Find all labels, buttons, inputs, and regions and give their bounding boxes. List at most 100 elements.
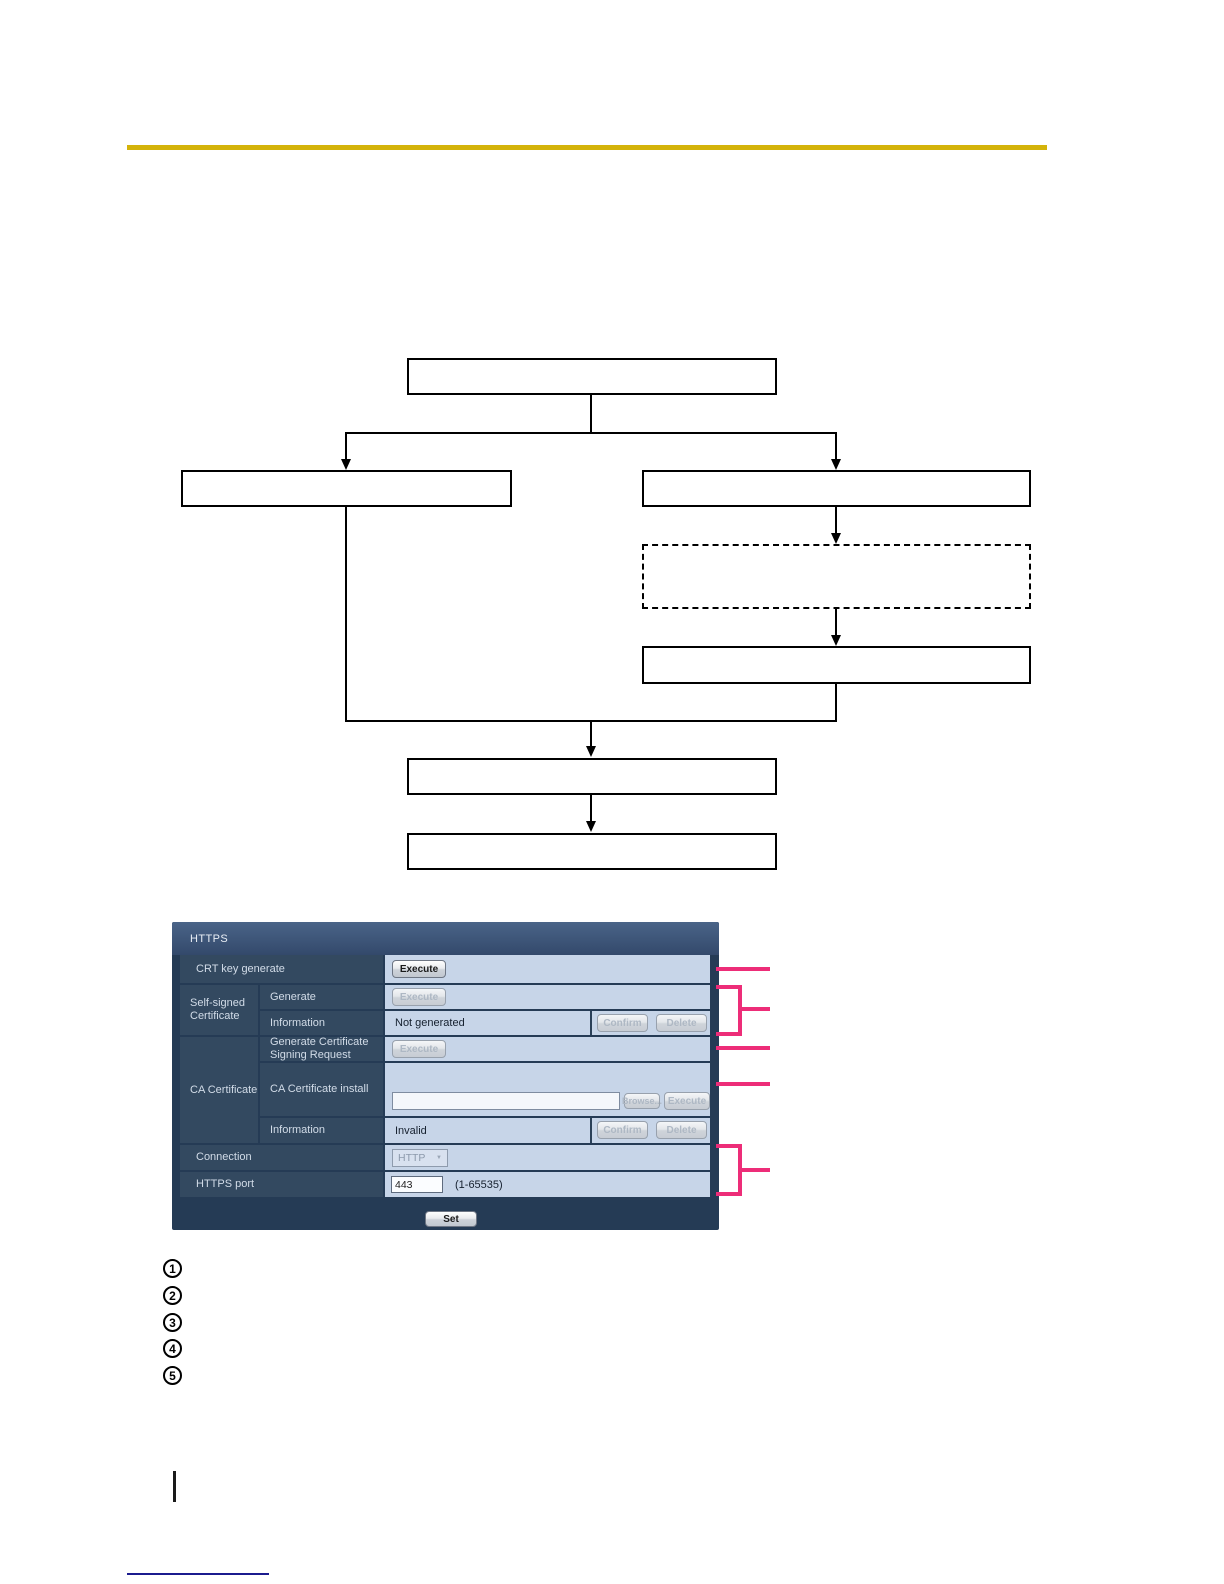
callout-line-4 bbox=[716, 1082, 770, 1086]
https-port-label: HTTPS port bbox=[180, 1172, 383, 1197]
callout-bracket-2-top bbox=[716, 985, 742, 989]
set-button[interactable]: Set bbox=[425, 1211, 477, 1227]
flow-box-left bbox=[181, 470, 512, 507]
flow-box-mid-1 bbox=[407, 758, 777, 795]
set-button-label: Set bbox=[443, 1213, 459, 1225]
arrowhead-into-mid1 bbox=[586, 746, 596, 757]
ca-install-browse-label: Browse... bbox=[622, 1096, 663, 1106]
self-signed-delete-button[interactable]: Delete bbox=[656, 1014, 707, 1032]
flow-box-dashed bbox=[642, 544, 1031, 609]
callout-line-5 bbox=[742, 1168, 770, 1172]
callout-bracket-2-vertical bbox=[738, 985, 742, 1036]
connector-branch-bar bbox=[345, 432, 837, 434]
self-signed-confirm-button[interactable]: Confirm bbox=[597, 1014, 648, 1032]
callout-line-3 bbox=[716, 1046, 770, 1050]
flow-box-right bbox=[642, 470, 1031, 507]
https-port-text: HTTPS port bbox=[196, 1178, 255, 1191]
flow-box-right-2 bbox=[642, 646, 1031, 684]
arrowhead-into-mid2 bbox=[586, 821, 596, 832]
self-signed-execute-label: Execute bbox=[399, 991, 439, 1003]
self-signed-delete-label: Delete bbox=[666, 1017, 697, 1029]
callout-bracket-5-vertical bbox=[738, 1144, 742, 1196]
arrowhead-left-branch bbox=[341, 459, 351, 470]
self-signed-execute-button[interactable]: Execute bbox=[392, 988, 446, 1006]
footer-tick-mark bbox=[173, 1471, 176, 1502]
connector-right2-drop bbox=[835, 684, 837, 722]
list-number-1-text: 1 bbox=[169, 1261, 176, 1276]
connector-mid-stem bbox=[590, 795, 592, 822]
ca-information-button-separator bbox=[590, 1118, 592, 1143]
section-divider-rule bbox=[127, 145, 1047, 150]
list-number-2: 2 bbox=[163, 1286, 182, 1305]
self-signed-group-label: Self-signed Certificate bbox=[180, 985, 258, 1035]
crt-execute-button[interactable]: Execute bbox=[392, 960, 446, 978]
self-signed-generate-text: Generate bbox=[270, 990, 316, 1003]
ca-install-file-field[interactable] bbox=[392, 1092, 620, 1110]
connector-dashed-to-right2 bbox=[835, 609, 837, 636]
ca-delete-label: Delete bbox=[666, 1124, 697, 1136]
list-number-5-text: 5 bbox=[169, 1368, 176, 1383]
connector-right-drop bbox=[835, 432, 837, 460]
ca-csr-execute-button[interactable]: Execute bbox=[392, 1040, 446, 1058]
arrowhead-into-dashed bbox=[831, 533, 841, 544]
self-signed-generate-value: Execute bbox=[385, 985, 710, 1009]
connection-dropdown[interactable]: HTTP ▼ bbox=[392, 1149, 448, 1167]
ca-confirm-label: Confirm bbox=[603, 1124, 642, 1136]
self-signed-confirm-label: Confirm bbox=[603, 1017, 642, 1029]
https-port-input[interactable] bbox=[391, 1176, 443, 1193]
information-button-separator bbox=[590, 1011, 592, 1035]
https-port-value: (1-65535) bbox=[385, 1172, 710, 1197]
connector-left-drop bbox=[345, 432, 347, 460]
flow-box-mid-2 bbox=[407, 833, 777, 870]
connector-top-stem bbox=[590, 395, 592, 434]
list-number-3: 3 bbox=[163, 1313, 182, 1332]
footer-link-rule bbox=[127, 1573, 269, 1575]
panel-title: HTTPS bbox=[190, 932, 229, 945]
callout-bracket-5-bottom bbox=[716, 1192, 742, 1196]
ca-install-execute-button[interactable]: Execute bbox=[664, 1092, 710, 1110]
ca-delete-button[interactable]: Delete bbox=[656, 1121, 707, 1139]
ca-confirm-button[interactable]: Confirm bbox=[597, 1121, 648, 1139]
connection-dropdown-value: HTTP bbox=[398, 1152, 426, 1164]
ca-information-text: Information bbox=[270, 1124, 326, 1137]
self-signed-group-text: Self-signed Certificate bbox=[190, 997, 246, 1022]
crt-execute-label: Execute bbox=[399, 963, 439, 975]
self-signed-information-value: Not generated Confirm Delete bbox=[385, 1011, 710, 1035]
chevron-down-icon: ▼ bbox=[436, 1155, 442, 1161]
list-number-4: 4 bbox=[163, 1339, 182, 1358]
ca-certificate-group-text: CA Certificate bbox=[190, 1083, 258, 1096]
arrowhead-into-right2 bbox=[831, 635, 841, 646]
connector-merge-stem bbox=[590, 720, 592, 747]
connector-right-to-dashed bbox=[835, 507, 837, 534]
self-signed-information-text: Information bbox=[270, 1016, 326, 1029]
https-settings-panel: HTTPS CRT key generate Execute Self-sign… bbox=[172, 922, 719, 1230]
ca-install-browse-button[interactable]: Browse... bbox=[622, 1093, 663, 1109]
connection-value: HTTP ▼ bbox=[385, 1145, 710, 1170]
ca-information-label: Information bbox=[260, 1118, 383, 1143]
list-number-4-text: 4 bbox=[169, 1341, 176, 1356]
crt-key-generate-text: CRT key generate bbox=[196, 962, 285, 975]
crt-key-generate-label: CRT key generate bbox=[180, 955, 383, 983]
ca-information-value: Invalid Confirm Delete bbox=[385, 1118, 710, 1143]
ca-certificate-group-label: CA Certificate bbox=[180, 1037, 258, 1143]
ca-install-label: CA Certificate install bbox=[260, 1063, 383, 1116]
self-signed-generate-label: Generate bbox=[260, 985, 383, 1009]
crt-key-generate-value: Execute bbox=[385, 955, 710, 983]
list-number-3-text: 3 bbox=[169, 1315, 176, 1330]
list-number-5: 5 bbox=[163, 1366, 182, 1385]
ca-install-value: Browse... Execute bbox=[385, 1063, 710, 1116]
ca-status-text: Invalid bbox=[395, 1124, 427, 1137]
arrowhead-right-branch bbox=[831, 459, 841, 470]
self-signed-status-text: Not generated bbox=[395, 1017, 465, 1029]
list-number-1: 1 bbox=[163, 1259, 182, 1278]
ca-install-execute-label: Execute bbox=[667, 1095, 707, 1107]
ca-csr-execute-label: Execute bbox=[399, 1043, 439, 1055]
ca-install-text: CA Certificate install bbox=[270, 1083, 369, 1096]
connection-label: Connection bbox=[180, 1145, 383, 1170]
https-port-range: (1-65535) bbox=[455, 1178, 503, 1191]
ca-csr-text: Generate Certificate Signing Request bbox=[270, 1036, 369, 1061]
callout-bracket-2-bottom bbox=[716, 1032, 742, 1036]
list-number-2-text: 2 bbox=[169, 1288, 176, 1303]
callout-bracket-5-top bbox=[716, 1144, 742, 1148]
